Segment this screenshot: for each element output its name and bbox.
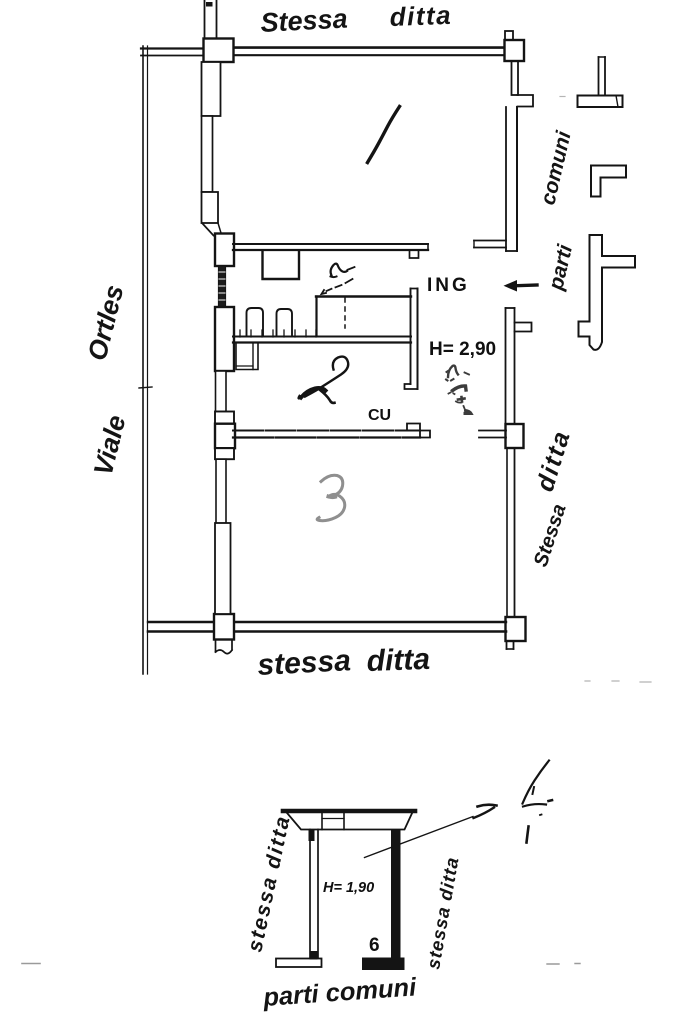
svg-text:ditta: ditta: [531, 427, 576, 495]
svg-text:Ortles: Ortles: [82, 282, 130, 364]
svg-text:parti comuni: parti comuni: [261, 973, 418, 1012]
svg-text:H= 1,90: H= 1,90: [323, 880, 374, 896]
svg-text:H= 2,90: H= 2,90: [429, 339, 496, 360]
svg-text:ditta: ditta: [366, 643, 430, 678]
svg-text:stessa: stessa: [257, 644, 352, 682]
svg-text:ING: ING: [427, 275, 470, 296]
svg-text:parti: parti: [544, 241, 577, 293]
svg-text:comuni: comuni: [536, 128, 575, 207]
svg-text:Stessa: Stessa: [530, 501, 571, 569]
svg-text:ditta: ditta: [389, 0, 452, 32]
svg-text:6: 6: [369, 935, 380, 956]
svg-text:Viale: Viale: [88, 412, 132, 478]
svg-text:stessa ditta: stessa ditta: [243, 813, 295, 954]
svg-text:stessa ditta: stessa ditta: [422, 855, 462, 971]
svg-text:Stessa: Stessa: [260, 3, 349, 38]
svg-text:CU: CU: [368, 407, 391, 424]
